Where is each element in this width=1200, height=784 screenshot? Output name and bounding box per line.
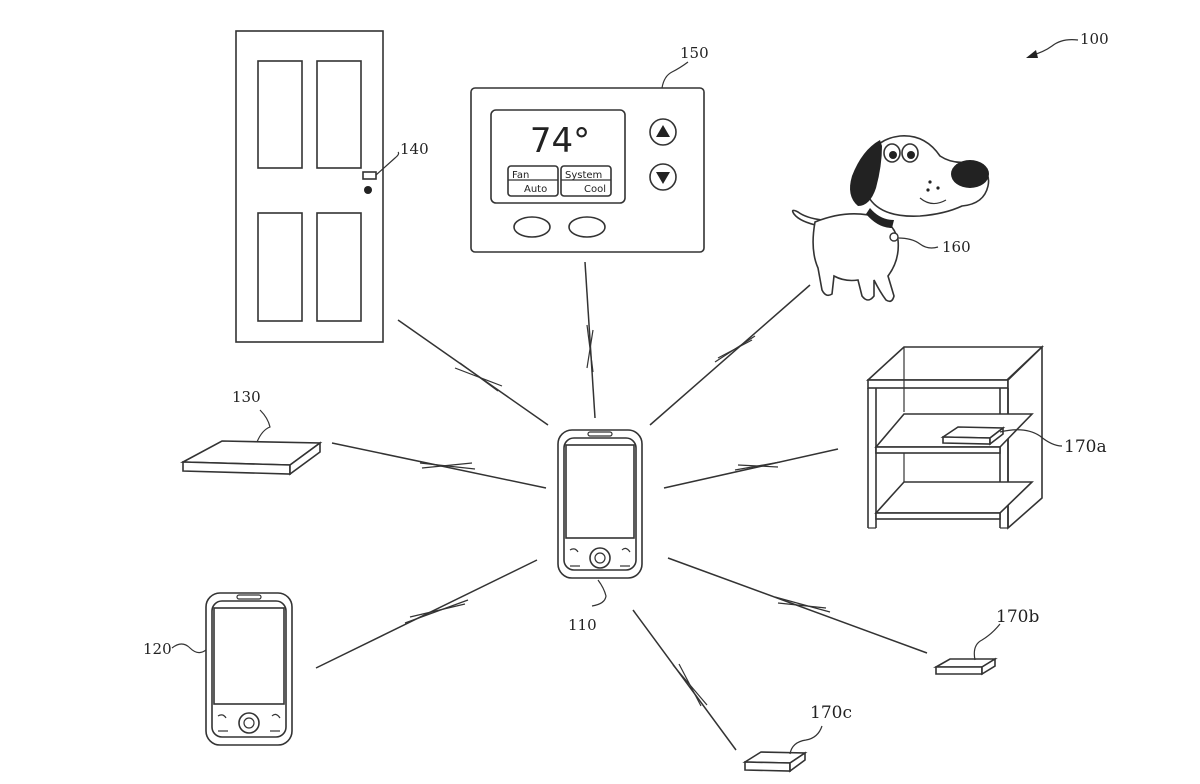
thermostat-button-left [513,216,551,238]
phone-screen [213,607,285,705]
thermostat-button-right [568,216,606,238]
link-phone [315,559,538,669]
pad [179,409,323,476]
label-140: 140 [400,140,429,158]
dog [791,135,990,303]
pet-tag [889,232,899,242]
link-tag-c [632,609,737,751]
label-110: 110 [568,616,597,634]
door [235,30,400,343]
connections [315,261,928,751]
link-door [397,319,549,426]
link-dog [649,284,811,426]
phone [171,592,293,746]
tag-c [742,725,823,773]
link-thermostat [584,261,596,419]
hub-phone [557,429,643,607]
system-value: Cool [584,184,606,195]
label-120: 120 [143,640,172,658]
system-arrow [1026,39,1079,58]
door-knob [364,186,372,194]
label-150: 150 [680,44,709,62]
link-pad [331,442,547,489]
thermostat-temperature: 74° [530,121,590,161]
label-100: 100 [1080,30,1109,48]
fan-label: Fan [512,170,529,181]
tag-a [940,426,1006,446]
label-130: 130 [232,388,261,406]
label-170a: 170a [1064,437,1107,457]
fan-value: Auto [524,184,547,195]
label-170c: 170c [810,703,852,723]
shelf [865,345,1063,530]
label-170b: 170b [996,607,1039,627]
up-arrow-icon [649,118,677,146]
tag-b [932,623,1001,676]
link-shelf [663,448,839,489]
thermostat: 74° Fan Auto System Cool [470,61,705,253]
door-sensor [362,171,377,180]
system-label: System [565,170,602,181]
hub-phone-screen [565,444,635,539]
link-tag-b [667,557,928,654]
down-arrow-icon [649,163,677,191]
label-160: 160 [942,238,971,256]
